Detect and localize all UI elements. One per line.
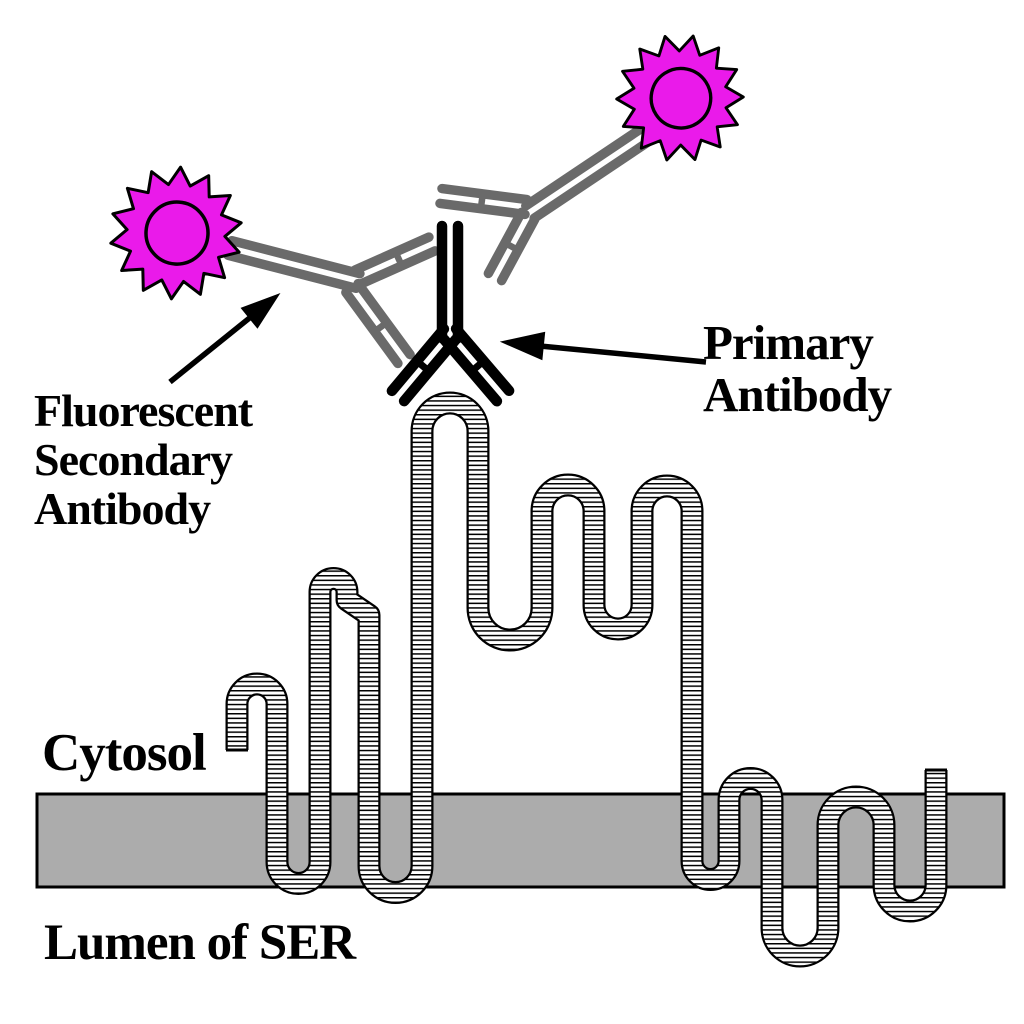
label-fluorescent-secondary-antibody: Fluorescent Secondary Antibody [34, 385, 253, 534]
arm-crossbar [413, 357, 433, 375]
arm-crossbar [468, 357, 488, 375]
primary-antibody-arrow [499, 331, 707, 365]
arm-bar [350, 232, 434, 275]
stem-bar [521, 124, 646, 211]
label-line: Fluorescent [34, 385, 253, 436]
label-cytosol: Cytosol [42, 724, 207, 782]
label-line: Antibody [34, 483, 211, 534]
arm-bar [356, 246, 440, 289]
fluorophore-starburst-left [105, 160, 247, 306]
secondary-antibody-arrow [168, 293, 281, 385]
label-primary-antibody: Primary Antibody [703, 315, 892, 422]
secondary-antibody-right [435, 124, 654, 286]
label-lumen-of-ser: Lumen of SER [44, 915, 356, 971]
arm-crossbar [477, 190, 487, 212]
arm-crossbar [392, 248, 406, 270]
arm-bar [353, 278, 415, 360]
primary-antibody [386, 220, 515, 407]
arm-crossbar [371, 319, 390, 335]
arm-crossbar [501, 239, 522, 254]
protein-hatched-ribbon [227, 393, 946, 966]
secondary-antibody-left [223, 232, 440, 369]
stem-bar [223, 250, 361, 294]
stem-bar [529, 136, 654, 223]
label-line: Primary [703, 315, 874, 370]
transmembrane-protein [225, 391, 948, 968]
label-line: Secondary [34, 434, 233, 485]
arrowhead [499, 331, 546, 361]
arrowhead [240, 293, 281, 329]
stem-bar [227, 235, 365, 279]
arm-bar [341, 287, 403, 369]
label-line: Antibody [703, 367, 892, 422]
